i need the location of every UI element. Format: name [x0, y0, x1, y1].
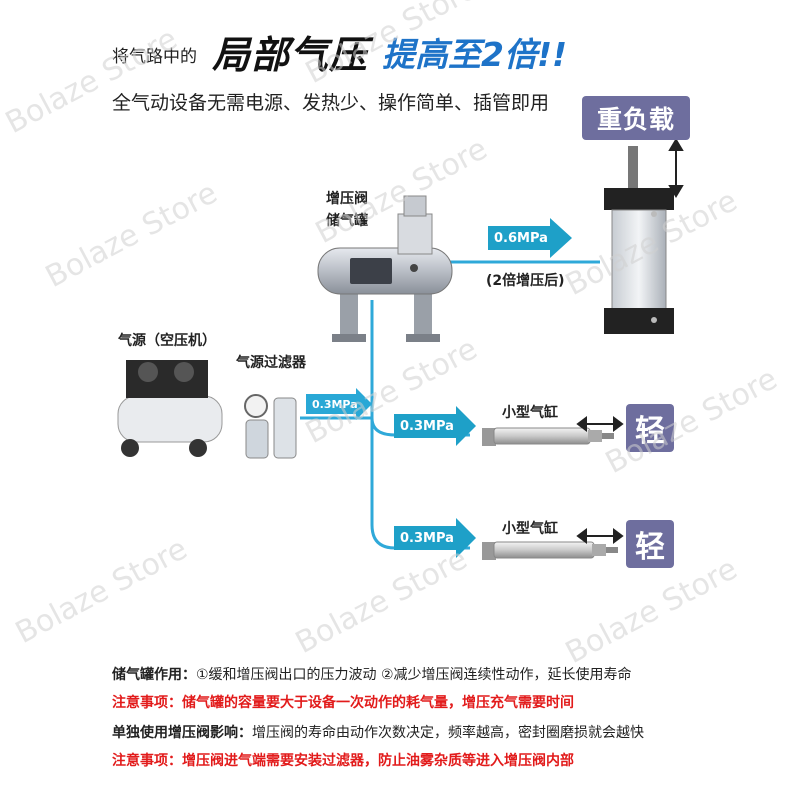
light-load-badge: 轻 [626, 520, 674, 568]
air-filter [244, 394, 297, 459]
small-cylinder-2 [482, 541, 618, 560]
title-highlight-blue: 提高至2倍!! [382, 35, 568, 74]
subtitle: 全气动设备无需电源、发热少、操作简单、插管即用 [112, 92, 550, 114]
pressure-source-label: 0.3MPa [312, 397, 358, 411]
small-cylinder-1 [482, 427, 614, 446]
filter-label: 气源过滤器 [236, 355, 306, 371]
pressure-arrow-high [488, 218, 572, 258]
pressure-branch2-label: 0.3MPa [400, 530, 454, 546]
single-use-note: 单独使用增压阀影响：增压阀的寿命由动作次数决定，频率越高，密封圈磨损就会越快 [112, 722, 644, 742]
booster-tank [317, 195, 453, 342]
tank-note-title: 储气罐作用： [112, 667, 196, 683]
double-arrow-horizontal-icon [576, 528, 624, 544]
caution-label: 注意事项： [112, 753, 182, 769]
tank-caution: 注意事项：储气罐的容量要大于设备一次动作的耗气量，增压充气需要时间 [112, 692, 574, 712]
pressure-high-label: 0.6MPa [494, 230, 548, 246]
booster-label: 增压阀 [326, 191, 368, 207]
air-compressor [117, 360, 223, 457]
light-load-badge: 轻 [626, 404, 674, 452]
tank-note-text: ①缓和增压阀出口的压力波动 ②减少增压阀连续性动作，延长使用寿命 [196, 667, 632, 683]
caution-label: 注意事项： [112, 695, 182, 711]
boost-note: (2倍增压后) [486, 273, 565, 289]
double-arrow-horizontal-icon [576, 416, 624, 432]
title-prefix: 将气路中的 [112, 47, 197, 67]
single-use-text: 增压阀的寿命由动作次数决定，频率越高，密封圈磨损就会越快 [252, 725, 644, 741]
tank-note: 储气罐作用：①缓和增压阀出口的压力波动 ②减少增压阀连续性动作，延长使用寿命 [112, 664, 632, 684]
double-arrow-vertical-icon [668, 138, 684, 198]
pressure-arrow-branch2 [394, 518, 476, 558]
small-cylinder-label: 小型气缸 [502, 521, 558, 537]
small-cylinder-label: 小型气缸 [502, 405, 558, 421]
title-highlight: 局部气压 [212, 33, 369, 77]
tank-caution-text: 储气罐的容量要大于设备一次动作的耗气量，增压充气需要时间 [182, 695, 574, 711]
heavy-cylinder [604, 146, 674, 334]
air-source-label: 气源（空压机） [118, 333, 216, 349]
pressure-arrow-source [306, 388, 372, 420]
pressure-branch1-label: 0.3MPa [400, 418, 454, 434]
heavy-load-badge: 重负载 [582, 96, 690, 140]
single-use-title: 单独使用增压阀影响： [112, 725, 252, 741]
tank-label: 储气罐 [326, 213, 368, 229]
filter-caution: 注意事项：增压阀进气端需要安装过滤器，防止油雾杂质等进入增压阀内部 [112, 750, 574, 770]
filter-caution-text: 增压阀进气端需要安装过滤器，防止油雾杂质等进入增压阀内部 [182, 753, 574, 769]
pressure-arrow-branch1 [394, 406, 476, 446]
